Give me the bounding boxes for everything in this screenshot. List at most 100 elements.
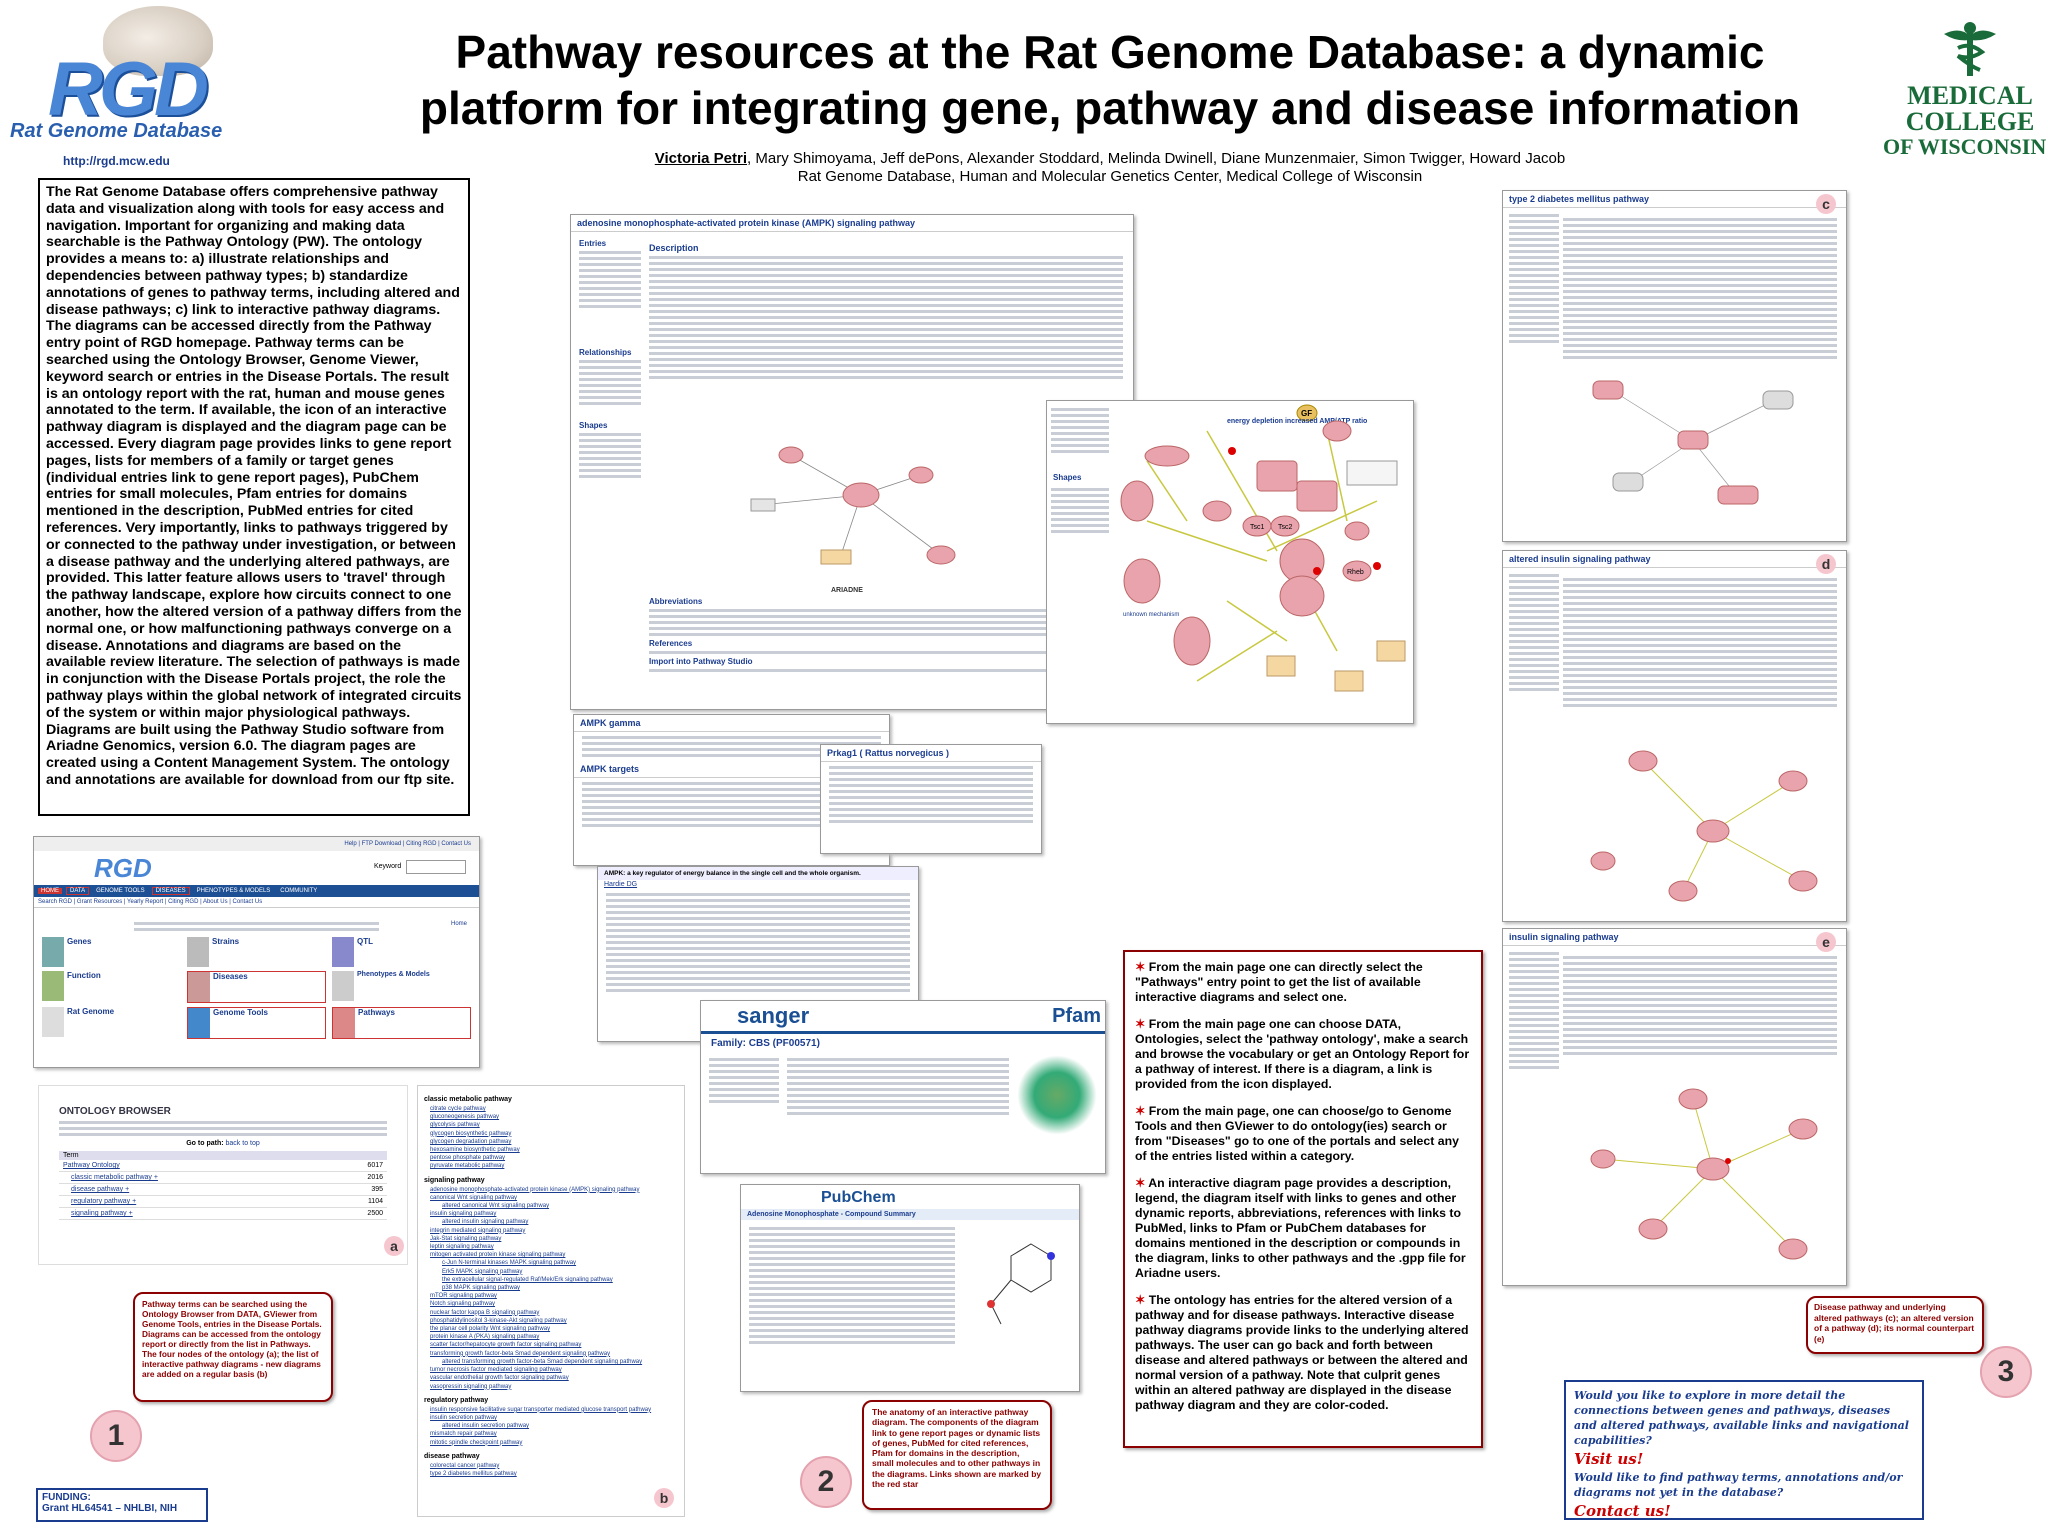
rgd-homepage-panel[interactable]: Help | FTP Download | Citing RGD | Conta…	[33, 836, 480, 1068]
insulin-panel[interactable]: insulin signaling pathway	[1502, 928, 1847, 1286]
term-list-link[interactable]: Jak-Stat signaling pathway	[430, 1235, 502, 1242]
term-list-link[interactable]: pyruvate metabolic pathway	[430, 1163, 505, 1170]
nav-tab-data[interactable]: DATA	[66, 887, 90, 895]
tile-rat-genome[interactable]: Rat Genome	[42, 1007, 181, 1037]
home-logo[interactable]: RGD	[94, 853, 152, 883]
back-to-top-link[interactable]: back to top	[225, 1140, 260, 1147]
term-list-link[interactable]: insulin responsive facilitative sugar tr…	[430, 1406, 652, 1413]
term-list-link[interactable]: scatter factor/hepatocyte growth factor …	[430, 1342, 582, 1349]
tile-pathways[interactable]: Pathways	[332, 1007, 471, 1039]
term-list-link[interactable]: altered insulin signaling pathway	[442, 1219, 529, 1226]
term-list-link[interactable]: pentose phosphate pathway	[430, 1155, 506, 1162]
ampk-page-panel[interactable]: adenosine monophosphate-activated protei…	[570, 214, 1134, 710]
rgd-logo[interactable]: RGD Rat Genome Database http://rgd.mcw.e…	[8, 6, 258, 168]
tile-diseases[interactable]: Diseases	[187, 971, 326, 1003]
ontology-term-link[interactable]: Pathway Ontology	[63, 1162, 120, 1169]
term-list-link[interactable]: gluconeogenesis pathway	[430, 1114, 500, 1121]
altered-insulin-panel[interactable]: altered insulin signaling pathway	[1502, 550, 1847, 922]
tile-genes[interactable]: Genes	[42, 937, 181, 967]
sanger-pfam-panel[interactable]: sanger Pfam Family: CBS (PF00571)	[700, 1000, 1106, 1174]
ontology-browser-panel[interactable]: ONTOLOGY BROWSER Go to path: back to top…	[38, 1085, 408, 1265]
term-list-link[interactable]: mTOR signaling pathway	[430, 1293, 497, 1300]
ontology-row[interactable]: disease pathway +395	[59, 1184, 387, 1196]
term-list-link[interactable]: mitogen activated protein kinase signali…	[430, 1252, 566, 1259]
ontology-row[interactable]: signaling pathway +2500	[59, 1208, 387, 1220]
visit-us-link[interactable]: Visit us!	[1574, 1450, 1644, 1468]
term-list-link[interactable]: insulin secretion pathway	[430, 1414, 498, 1421]
term-list-link[interactable]: c-Jun N-terminal kinases MAPK signaling …	[442, 1260, 577, 1267]
contact-us-link[interactable]: Contact us!	[1574, 1502, 1671, 1520]
tile-function[interactable]: Function	[42, 971, 181, 1001]
term-list-link[interactable]: vasopressin signaling pathway	[430, 1383, 512, 1390]
term-list-link[interactable]: vascular endothelial growth factor signa…	[430, 1375, 569, 1382]
tile-strains[interactable]: Strains	[187, 937, 326, 967]
ontology-term-link[interactable]: regulatory pathway +	[71, 1198, 137, 1205]
term-list-link[interactable]: glycogen biosynthetic pathway	[430, 1130, 512, 1137]
term-list-link[interactable]: adenosine monophosphate-activated protei…	[430, 1186, 640, 1193]
term-list-link[interactable]: type 2 diabetes mellitus pathway	[430, 1470, 517, 1477]
term-list-link[interactable]: protein kinase A (PKA) signaling pathway	[430, 1334, 540, 1341]
term-list-link[interactable]: mitotic spindle checkpoint pathway	[430, 1439, 523, 1446]
term-list-link[interactable]: altered canonical Wnt signaling pathway	[442, 1203, 550, 1210]
term-list-link[interactable]: phosphatidylinositol 3-kinase-Akt signal…	[430, 1317, 567, 1324]
rgd-url[interactable]: http://rgd.mcw.edu	[63, 154, 170, 168]
term-list-link[interactable]: hexosamine biosynthetic pathway	[430, 1147, 520, 1154]
funding-box: FUNDING: Grant HL64541 – NHLBI, NIH	[36, 1488, 208, 1522]
insulin-diagram[interactable]	[1563, 1079, 1843, 1279]
term-list-link[interactable]: altered transforming growth factor-beta …	[442, 1358, 643, 1365]
tsc1-label: Tsc1	[1250, 524, 1265, 531]
term-list-link[interactable]: the extracellular signal-regulated Raf/M…	[442, 1276, 613, 1283]
keyword-input[interactable]	[406, 860, 466, 874]
pubmed-title: AMPK: a key regulator of energy balance …	[598, 867, 918, 880]
term-list-link[interactable]: transforming growth factor-beta Smad dep…	[430, 1350, 611, 1357]
altered-insulin-diagram[interactable]	[1563, 741, 1843, 911]
rgd-letters: RGD	[48, 47, 209, 132]
tile-genome-tools[interactable]: Genome Tools	[187, 1007, 326, 1039]
ontology-browser-title: ONTOLOGY BROWSER	[59, 1106, 171, 1117]
ontology-term-link[interactable]: signaling pathway +	[71, 1210, 133, 1217]
pubchem-panel[interactable]: PubChem Adenosine Monophosphate - Compou…	[740, 1184, 1080, 1392]
goto-label: Go to path:	[186, 1140, 224, 1147]
home-subnav[interactable]: Search RGD | Grant Resources | Yearly Re…	[34, 897, 479, 908]
term-list-link[interactable]: altered insulin secretion pathway	[442, 1423, 530, 1430]
term-list-link[interactable]: canonical Wnt signaling pathway	[430, 1194, 518, 1201]
nav-tab-community[interactable]: COMMUNITY	[280, 888, 318, 894]
term-list-link[interactable]: glycogen degradation pathway	[430, 1138, 512, 1145]
term-list-link[interactable]: Notch signaling pathway	[430, 1301, 496, 1308]
nav-tab-diseases[interactable]: DISEASES	[151, 887, 190, 895]
ampk-mini-diagram[interactable]	[721, 415, 1001, 585]
title-line-2: platform for integrating gene, pathway a…	[419, 82, 1801, 134]
home-link[interactable]: Home	[450, 921, 467, 927]
diabetes-panel[interactable]: type 2 diabetes mellitus pathway	[1502, 190, 1847, 542]
prkag1-panel[interactable]: Prkag1 ( Rattus norvegicus )	[820, 744, 1042, 854]
diabetes-diagram[interactable]	[1573, 361, 1833, 511]
ampk-diagram-panel[interactable]: Shapes GF energy depletion increased AMP…	[1046, 400, 1414, 724]
tile-phenotypes[interactable]: Phenotypes & Models	[332, 971, 471, 1001]
nav-tab-genome-tools[interactable]: GENOME TOOLS	[96, 888, 145, 894]
term-list-link[interactable]: glycolysis pathway	[430, 1122, 480, 1129]
term-list-link[interactable]: citrate cycle pathway	[430, 1106, 486, 1112]
nav-tab-home[interactable]: HOME	[38, 888, 62, 894]
term-list-link[interactable]: nuclear factor kappa B signaling pathway	[430, 1309, 540, 1316]
term-list-link[interactable]: leptin signaling pathway	[430, 1244, 494, 1251]
term-list-link[interactable]: Erk5 MAPK signaling pathway	[442, 1268, 523, 1275]
term-section-title: disease pathway	[424, 1452, 480, 1460]
term-list-link[interactable]: colorectal cancer pathway	[430, 1462, 500, 1469]
ontology-term-link[interactable]: classic metabolic pathway +	[71, 1174, 158, 1181]
term-list-link[interactable]: mismatch repair pathway	[430, 1431, 497, 1438]
tile-qtl[interactable]: QTL	[332, 937, 471, 967]
ontology-term-link[interactable]: disease pathway +	[71, 1186, 130, 1193]
ontology-row[interactable]: classic metabolic pathway +2016	[59, 1172, 387, 1184]
ontology-row[interactable]: regulatory pathway +1104	[59, 1196, 387, 1208]
nav-tab-phenotypes[interactable]: PHENOTYPES & MODELS	[196, 888, 271, 894]
term-list-link[interactable]: integrin mediated signaling pathway	[430, 1227, 526, 1234]
top-links[interactable]: Help | FTP Download | Citing RGD | Conta…	[344, 841, 471, 847]
ampk-network[interactable]: GF energy depletion increased AMP/ATP ra…	[1107, 401, 1413, 723]
term-list-link[interactable]: insulin signaling pathway	[430, 1211, 497, 1218]
term-list-link[interactable]: the planar cell polarity Wnt signaling p…	[430, 1326, 551, 1333]
term-list-link[interactable]: p38 MAPK signaling pathway	[442, 1285, 521, 1292]
term-list-link[interactable]: tumor necrosis factor mediated signaling…	[430, 1367, 562, 1374]
pubmed-author[interactable]: Hardie DG	[604, 881, 638, 888]
